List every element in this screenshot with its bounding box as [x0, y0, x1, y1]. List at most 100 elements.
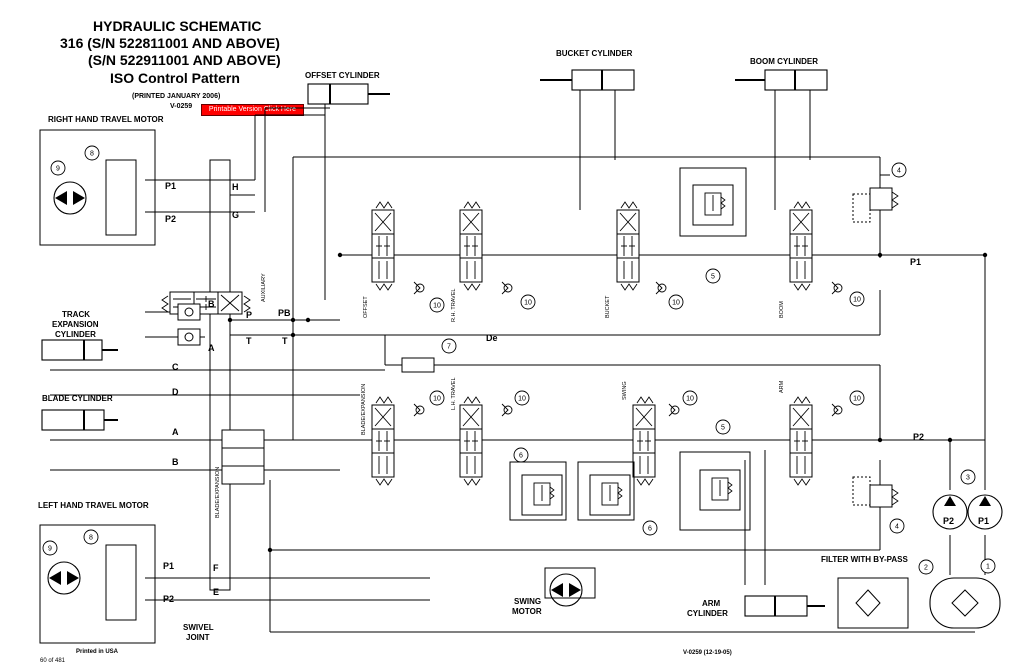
callout-3: 3 — [966, 475, 970, 482]
callout-4-lower: 4 — [895, 524, 899, 531]
offset-cylinder-label: OFFSET CYLINDER — [305, 71, 380, 80]
callout-10: 10 — [672, 300, 680, 307]
relief-4-upper — [852, 187, 899, 223]
right-travel-motor-label: RIGHT HAND TRAVEL MOTOR — [48, 115, 164, 124]
valve-bucket — [616, 201, 640, 291]
boom-cylinder — [735, 69, 828, 91]
blade-cylinder-label: BLADE CYLINDER — [42, 394, 113, 403]
component-titles: RIGHT HAND TRAVEL MOTOR LEFT HAND TRAVEL… — [38, 49, 908, 642]
port-g: G — [232, 210, 239, 220]
relief-valve-upper — [692, 184, 734, 226]
port-a: A — [208, 343, 215, 353]
relief-4-lower — [852, 476, 899, 508]
callout-10: 10 — [433, 303, 441, 310]
relief-valve-swing-b — [589, 474, 631, 516]
swing-relief-frame-a — [509, 461, 567, 521]
port-b: B — [208, 299, 215, 309]
line-p1: P1 — [910, 257, 921, 267]
bucket-cylinder-label: BUCKET CYLINDER — [556, 49, 633, 58]
shuttle-valve — [401, 357, 435, 373]
port-e: E — [213, 587, 219, 597]
pump-p2-label: P2 — [943, 516, 954, 526]
tank-filter-diamond — [951, 589, 979, 617]
callout-numbers: 8 9 8 9 10 10 10 10 10 10 10 10 4 4 5 5 … — [48, 151, 990, 572]
drawing-code: V-0259 (12-19-05) — [683, 650, 732, 656]
swivel-joint-label-2: JOINT — [186, 633, 210, 642]
printable-version-link[interactable]: Printable Version Click Here — [201, 104, 304, 116]
serial-line-1: 316 (S/N 522811001 AND ABOVE) — [60, 35, 280, 51]
valve-auxiliary — [161, 291, 251, 315]
serial-line-2: (S/N 522911001 AND ABOVE) — [88, 52, 281, 68]
arm-cylinder — [744, 595, 825, 617]
label-arm: ARM — [779, 380, 785, 393]
callout-2: 2 — [924, 565, 928, 572]
label-blade-expansion: BLADE/EXPANSION — [361, 384, 367, 435]
label-swing: SWING — [622, 381, 628, 400]
right-motor-valve-block — [105, 159, 137, 236]
label-blade-expansion-2: BLADE/EXPANSION — [215, 467, 221, 518]
callout-1: 1 — [986, 564, 990, 571]
offset-cylinder — [307, 83, 390, 105]
port-labels: P1 P2 H G B A P T PB T C D A B P1 P2 F E… — [163, 181, 989, 604]
callout-10: 10 — [518, 396, 526, 403]
relief-valve-swing-a — [521, 474, 563, 516]
printed-date: (PRINTED JANUARY 2006) — [132, 93, 221, 100]
callout-9-right: 9 — [56, 166, 60, 173]
label-lh-travel: L.H. TRAVEL — [451, 377, 457, 410]
hydraulic-lines — [50, 90, 986, 633]
left-travel-motor-box — [39, 524, 156, 644]
pump-p1-label: P1 — [978, 516, 989, 526]
schematic-title: HYDRAULIC SCHEMATIC — [93, 18, 262, 34]
swing-motor-label-2: MOTOR — [512, 607, 542, 616]
label-auxiliary: AUXILIARY — [261, 273, 267, 302]
port-p1-left: P1 — [163, 561, 174, 571]
swing-relief-frame-b — [577, 461, 635, 521]
track-expansion-label-1: TRACK — [62, 310, 90, 319]
filter-label: FILTER WITH BY-PASS — [821, 555, 908, 564]
port-de: De — [486, 333, 498, 343]
aux-check-a — [177, 328, 201, 346]
blade-cylinder — [41, 409, 118, 431]
control-pattern: ISO Control Pattern — [110, 70, 240, 86]
swivel-joint-label-1: SWIVEL — [183, 623, 214, 632]
relief-frame-lower — [679, 451, 751, 531]
valve-labels: OFFSET R.H. TRAVEL BUCKET BOOM AUXILIARY… — [215, 273, 785, 518]
port-a2: A — [172, 427, 179, 437]
track-expansion-label-2: EXPANSION — [52, 320, 99, 329]
right-travel-motor-symbol — [53, 181, 87, 215]
track-expansion-label-3: CYLINDER — [55, 330, 96, 339]
callout-8-left: 8 — [89, 535, 93, 542]
valve-blade-expansion-pilot — [221, 429, 265, 485]
port-t: T — [246, 336, 252, 346]
page-number: 60 of 481 — [40, 658, 66, 664]
label-bucket: BUCKET — [605, 295, 611, 318]
callout-7: 7 — [447, 344, 451, 351]
line-p2: P2 — [913, 432, 924, 442]
valve-swing — [632, 396, 656, 486]
callout-6-b: 6 — [648, 526, 652, 533]
port-c: C — [172, 362, 179, 372]
check-valves — [413, 281, 843, 417]
track-expansion-cylinder — [41, 339, 118, 361]
port-p: P — [246, 310, 252, 320]
arm-cylinder-label-1: ARM — [702, 599, 721, 608]
label-rh-travel: R.H. TRAVEL — [451, 289, 457, 322]
swing-motor-label-1: SWING — [514, 597, 541, 606]
left-travel-motor-label: LEFT HAND TRAVEL MOTOR — [38, 501, 149, 510]
arm-cylinder-label-2: CYLINDER — [687, 609, 728, 618]
port-f: F — [213, 563, 219, 573]
footer: Printed in USA 60 of 481 V-0259 (12-19-0… — [40, 649, 732, 664]
callout-10: 10 — [853, 396, 861, 403]
doc-code: V-0259 — [170, 103, 193, 110]
callout-5-lower: 5 — [721, 425, 725, 432]
port-pb: PB — [278, 308, 291, 318]
valve-arm — [789, 396, 813, 486]
valve-offset — [371, 201, 395, 291]
callout-8-right: 8 — [90, 151, 94, 158]
valve-blade-expansion — [371, 396, 395, 486]
right-travel-motor-box — [39, 129, 156, 246]
port-h: H — [232, 182, 239, 192]
callout-10: 10 — [853, 297, 861, 304]
printed-in-usa: Printed in USA — [76, 649, 119, 655]
